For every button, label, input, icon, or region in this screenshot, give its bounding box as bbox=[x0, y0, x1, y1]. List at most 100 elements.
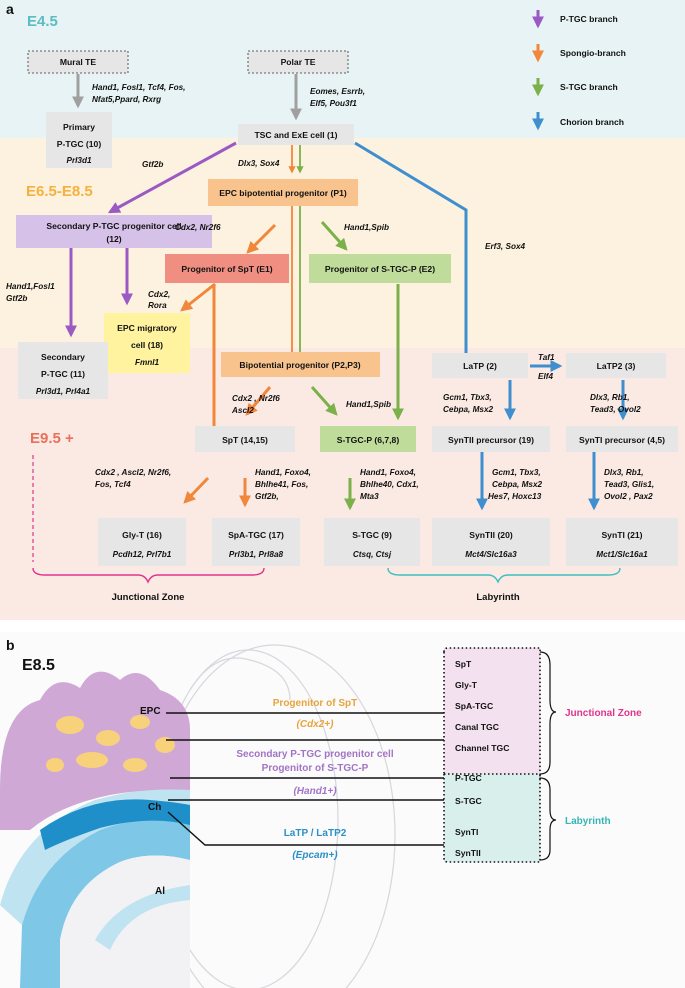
genes-cdx2nr2f6: Cdx2, Nr2f6 bbox=[175, 223, 221, 232]
genes-dlx3rb1a-2: Tead3, Ovol2 bbox=[590, 405, 641, 414]
panel-b-label: b bbox=[6, 637, 15, 653]
syntii-prec-rect bbox=[432, 426, 550, 452]
labyrinth-label: Labyrinth bbox=[476, 592, 519, 603]
jz-item-channel: Channel TGC bbox=[455, 743, 509, 753]
yellow-cell-6 bbox=[155, 737, 175, 753]
jz-item-spa: SpA-TGC bbox=[455, 701, 493, 711]
jz-item-ptgc: P-TGC bbox=[455, 773, 482, 783]
spt-rect bbox=[195, 426, 295, 452]
glyt-rect bbox=[98, 518, 186, 566]
genes-elf4: Elf4 bbox=[538, 372, 553, 381]
epc-illust-label: EPC bbox=[140, 706, 161, 717]
latp2-label: LaTP2 (3) bbox=[597, 361, 636, 371]
labyrinth-side-brace bbox=[539, 777, 557, 861]
genes-gtf2b: Gtf2b bbox=[142, 160, 163, 169]
synti-prec-rect bbox=[566, 426, 678, 452]
cdx2-text: (Cdx2+) bbox=[297, 719, 335, 730]
panel-b-stage: E8.5 bbox=[22, 657, 55, 674]
synti-box: SynTI (21) Mct1/Slc16a1 bbox=[566, 518, 678, 566]
jz-item-spt: SpT bbox=[455, 659, 472, 669]
genes-dlx3: Dlx3, Sox4 bbox=[238, 159, 280, 168]
stgc-gene: Ctsq, Ctsj bbox=[353, 550, 392, 559]
latp2-box: LaTP2 (3) bbox=[566, 353, 666, 378]
genes-stgc-tf-1: Hand1, Foxo4, bbox=[360, 468, 416, 477]
ch-label: Ch bbox=[148, 802, 161, 813]
glyt-box: Gly-T (16) Pcdh12, Prl7b1 bbox=[98, 518, 186, 566]
bipot-label: Bipotential progenitor (P2,P3) bbox=[239, 360, 360, 370]
genes-polar-1: Eomes, Esrrb, bbox=[310, 87, 365, 96]
sec-ptgc-text: Secondary P-TGC progenitor cell bbox=[236, 749, 393, 760]
primary-ptgc-rect bbox=[46, 112, 112, 168]
genes-spa-tf-1: Hand1, Foxo4, bbox=[255, 468, 311, 477]
tsc-box: TSC and ExE cell (1) bbox=[238, 124, 354, 145]
genes-syntii-tf-1: Gcm1, Tbx3, bbox=[492, 468, 541, 477]
list-dotted-border bbox=[443, 647, 541, 780]
genes-cdx2ascl2-2: Ascl2 bbox=[231, 406, 254, 415]
epc-blob bbox=[0, 671, 190, 830]
epc-rect bbox=[208, 179, 358, 206]
list-dotted-border-lower bbox=[443, 774, 541, 863]
prog-spt-label: Progenitor of SpT (E1) bbox=[181, 264, 272, 274]
latp2-rect bbox=[566, 353, 666, 378]
syntii-box: SynTII (20) Mct4/Slc16a3 bbox=[432, 518, 550, 566]
stgc-rect bbox=[324, 518, 420, 566]
sec-ptgc-line2: P-TGC (11) bbox=[41, 369, 85, 379]
genes-hand1fosl1-1: Hand1,Fosl1 bbox=[6, 282, 55, 291]
arrow-tsc-secprog bbox=[107, 141, 237, 214]
genes-hand1spib2: Hand1,Spib bbox=[346, 400, 391, 409]
labyrinth-box bbox=[444, 774, 540, 862]
arrows bbox=[65, 74, 629, 511]
stage-e45-label: E4.5 bbox=[27, 13, 58, 30]
panel-a-label: a bbox=[6, 1, 14, 17]
labyrinth-brace bbox=[387, 567, 621, 584]
jz-item-canal: Canal TGC bbox=[455, 722, 499, 732]
al-label: Al bbox=[155, 886, 165, 897]
genes-hand1spib: Hand1,Spib bbox=[344, 223, 389, 232]
prog-stgcp-box: Progenitor of S-TGC-P (E2) bbox=[309, 254, 451, 283]
epc-mig-gene: Fmnl1 bbox=[135, 358, 160, 367]
yellow-cell-1 bbox=[56, 716, 84, 734]
prog-stgcp-rect bbox=[309, 254, 451, 283]
arrow-spt-glyt bbox=[183, 476, 210, 504]
sec-ptgc-prog-line2: (12) bbox=[106, 234, 121, 244]
genes-gcm1a-1: Gcm1, Tbx3, bbox=[443, 393, 492, 402]
polar-te-label: Polar TE bbox=[281, 57, 316, 67]
arrow-bipot-spt bbox=[245, 386, 272, 416]
genes-syntii-tf-2: Cebpa, Msx2 bbox=[492, 480, 542, 489]
synti-rect bbox=[566, 518, 678, 566]
mural-te-label: Mural TE bbox=[60, 57, 97, 67]
genes-spa-tf-3: Gtf2b, bbox=[255, 492, 279, 501]
epc-box: EPC bipotential progenitor (P1) bbox=[208, 179, 358, 206]
syntii-label: SynTII (20) bbox=[469, 530, 513, 540]
stgc-box: S-TGC (9) Ctsq, Ctsj bbox=[324, 518, 420, 566]
junctional-brace bbox=[32, 567, 265, 584]
arrow-epc-progstgcp bbox=[320, 221, 348, 251]
primary-ptgc-line1: Primary bbox=[63, 122, 95, 132]
genes-mural-1: Hand1, Fosl1, Tcf4, Fos, bbox=[92, 83, 185, 92]
synti-label: SynTI (21) bbox=[601, 530, 642, 540]
chorion-band bbox=[40, 799, 190, 850]
yellow-cell-5 bbox=[123, 758, 147, 772]
latp-text: LaTP / LaTP2 bbox=[284, 828, 347, 839]
stage-e65-label: E6.5-E8.5 bbox=[26, 183, 93, 200]
genes-synti-tf-3: Ovol2 , Pax2 bbox=[604, 492, 653, 501]
sec-ptgc-prog-rect bbox=[16, 215, 212, 248]
latp-rect bbox=[432, 353, 528, 378]
stgc-label: S-TGC (9) bbox=[352, 530, 392, 540]
genes-stgc-tf-3: Mta3 bbox=[360, 492, 379, 501]
polar-te-rect bbox=[247, 50, 349, 74]
genes-stgc-tf-2: Bhlhe40, Cdx1, bbox=[360, 480, 419, 489]
genes-spa-tf-2: Bhlhe41, Fos, bbox=[255, 480, 308, 489]
genes-glyt-tf-1: Cdx2 , Ascl2, Nr2f6, bbox=[95, 468, 171, 477]
pointer-ch-synt bbox=[167, 811, 444, 846]
spt-label: SpT (14,15) bbox=[222, 435, 268, 445]
junctional-box bbox=[444, 648, 540, 774]
panel-b: b E8.5 EPC Ch Al bbox=[0, 632, 685, 988]
genes-glyt-tf-2: Fos, Tcf4 bbox=[95, 480, 131, 489]
bipot-rect bbox=[221, 352, 380, 377]
spa-label: SpA-TGC (17) bbox=[228, 530, 284, 540]
junctional-zone-b: Junctional Zone bbox=[565, 708, 642, 719]
prog-spt-text: Progenitor of SpT bbox=[273, 698, 357, 709]
primary-ptgc-line2: P-TGC (10) bbox=[57, 139, 102, 149]
